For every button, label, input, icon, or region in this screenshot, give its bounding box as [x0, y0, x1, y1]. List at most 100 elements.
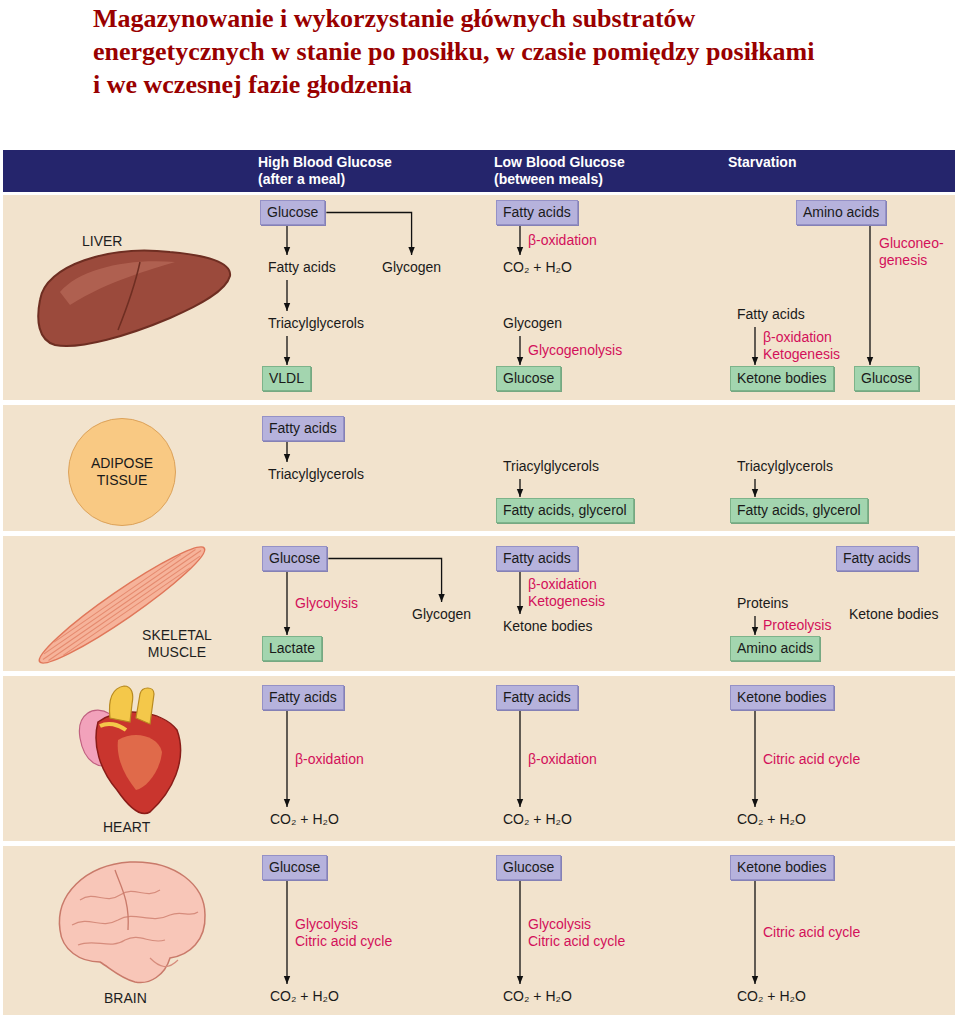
metabolite-text: Triacylglycerols — [733, 455, 837, 478]
substrate-box: Glucose — [262, 546, 327, 571]
process-label: Glycogenolysis — [528, 342, 622, 359]
substrate-box: Fatty acids — [496, 546, 578, 571]
node-text: Glucose — [267, 204, 318, 221]
substrate-box: Fatty acids — [262, 416, 344, 441]
adipose-band — [3, 405, 955, 531]
metabolite-text: Glycogen — [378, 256, 445, 279]
node-text: Glycogen — [503, 315, 562, 332]
metabolite-text: CO₂ + H₂O — [733, 985, 810, 1008]
connector-arrow — [519, 572, 520, 614]
connector-arrow — [519, 711, 520, 807]
tissue-circle: ADIPOSE TISSUE — [68, 418, 176, 526]
connector-arrow — [754, 711, 755, 807]
process-label: β-oxidation — [295, 751, 364, 768]
node-text: Ketone bodies — [737, 689, 827, 706]
organ-label: LIVER — [82, 233, 122, 250]
connector-arrow — [286, 336, 287, 365]
metabolite-text: Proteins — [733, 592, 792, 615]
connector-arrow — [519, 226, 520, 255]
brain-outline — [59, 862, 205, 983]
connector-arrow — [286, 881, 287, 984]
heart-inner — [118, 735, 162, 790]
brain-illustration — [59, 862, 205, 983]
liver-band — [3, 195, 955, 400]
connector-arrow — [754, 881, 755, 984]
metabolite-text: Ketone bodies — [845, 603, 943, 626]
metabolite-text: CO₂ + H₂O — [733, 808, 810, 831]
node-text: Ketone bodies — [737, 859, 827, 876]
product-box: Fatty acids, glycerol — [496, 498, 634, 523]
connector-arrow — [286, 442, 287, 462]
node-text: Triacylglycerols — [268, 466, 364, 483]
process-label: Glycolysis Citric acid cycle — [528, 916, 626, 950]
product-box: Lactate — [262, 636, 322, 661]
product-box: Glucose — [496, 366, 561, 391]
connector-arrow — [754, 327, 755, 365]
metabolite-text: CO₂ + H₂O — [499, 256, 576, 279]
node-text: Glycogen — [412, 606, 471, 623]
substrate-box: Fatty acids — [496, 200, 578, 225]
brain-gyrus — [72, 912, 198, 925]
node-text: Triacylglycerols — [503, 458, 599, 475]
metabolite-text: Glycogen — [408, 603, 475, 626]
node-text: Fatty acids — [843, 550, 911, 567]
node-text: Fatty acids — [503, 689, 571, 706]
metabolite-text: CO₂ + H₂O — [266, 808, 343, 831]
node-text: CO₂ + H₂O — [503, 259, 572, 276]
liver-illustration — [38, 251, 230, 346]
node-text: Fatty acids, glycerol — [503, 502, 627, 519]
heart-illustration — [79, 686, 180, 814]
metabolite-text: CO₂ + H₂O — [499, 985, 576, 1008]
brain-gyrus — [80, 890, 160, 900]
connector-arrow — [286, 572, 287, 635]
node-text: CO₂ + H₂O — [270, 988, 339, 1005]
brain-cerebellum — [150, 958, 178, 967]
connector-arrow — [519, 479, 520, 497]
connector-arrow — [754, 479, 755, 497]
node-text: Amino acids — [803, 204, 879, 221]
diagram-title: Magazynowanie i wykorzystanie głównych s… — [93, 2, 823, 101]
node-text: VLDL — [269, 370, 304, 387]
heart-vessel — [136, 688, 154, 724]
node-text: Glucose — [269, 550, 320, 567]
node-text: Fatty acids — [737, 306, 805, 323]
substrate-box: Glucose — [260, 200, 325, 225]
metabolite-text: Triacylglycerols — [499, 455, 603, 478]
node-text: Glucose — [503, 370, 554, 387]
product-box: Glucose — [854, 366, 919, 391]
connector-arrow — [326, 213, 411, 256]
node-text: CO₂ + H₂O — [737, 988, 806, 1005]
process-label: Gluconeo- genesis — [879, 235, 949, 269]
substrate-box: Fatty acids — [496, 685, 578, 710]
process-label: Glycolysis — [295, 595, 358, 612]
connector-arrow — [286, 711, 287, 807]
brain-sulcus — [115, 870, 128, 930]
column-heading: High Blood Glucose (after a meal) — [258, 154, 398, 188]
node-text: Fatty acids — [503, 204, 571, 221]
column-heading: Low Blood Glucose (between meals) — [494, 154, 634, 188]
node-text: CO₂ + H₂O — [503, 988, 572, 1005]
process-label: β-oxidation Ketogenesis — [528, 576, 618, 610]
node-text: CO₂ + H₂O — [270, 811, 339, 828]
metabolite-text: Glycogen — [499, 312, 566, 335]
substrate-box: Glucose — [496, 855, 561, 880]
metabolite-text: Triacylglycerols — [264, 312, 368, 335]
substrate-box: Amino acids — [796, 200, 886, 225]
column-heading: Starvation — [728, 154, 868, 171]
connector-arrow — [519, 336, 520, 365]
node-text: Lactate — [269, 640, 315, 657]
node-text: Ketone bodies — [849, 606, 939, 623]
liver-lobe-line — [118, 262, 140, 330]
node-text: Glucose — [269, 859, 320, 876]
process-label: β-oxidation Ketogenesis — [763, 329, 853, 363]
process-label: Citric acid cycle — [763, 751, 860, 768]
organ-label: BRAIN — [104, 990, 147, 1007]
node-text: Ketone bodies — [503, 618, 593, 635]
process-label: β-oxidation — [528, 751, 597, 768]
heart-fat — [100, 724, 126, 730]
metabolite-text: CO₂ + H₂O — [266, 985, 343, 1008]
connector-arrow — [286, 280, 287, 311]
connector-arrow — [286, 226, 287, 255]
organ-label: SKELETAL MUSCLE — [132, 627, 222, 661]
